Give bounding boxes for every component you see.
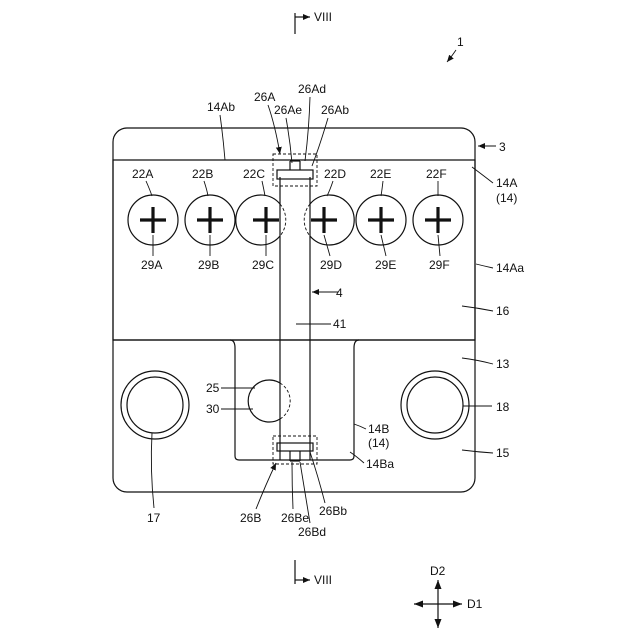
top-plate [113,160,475,340]
label-latch-bottom: 26B [240,511,261,525]
vent-cap [248,380,290,422]
label-cap-c: 29C [252,258,274,272]
section-marker-top: VIII [295,10,332,34]
label-cell-a: 22A [132,167,153,181]
label-axis-d1: D1 [467,597,483,611]
label-latch-top-d: 26Ad [298,82,326,96]
label-latch-top-b: 26Ab [321,103,349,117]
cover-outline [113,128,475,492]
label-top-plate-edge: 14Ab [207,100,235,114]
label-cap-d: 29D [320,258,342,272]
label-lower-face: 15 [496,446,510,460]
label-cap-e: 29E [375,258,396,272]
label-cell-c: 22C [243,167,265,181]
label-latch-bottom-d: 26Bd [298,525,326,539]
label-top-plate: 14A [496,176,517,190]
label-axis-d2: D2 [430,564,446,578]
label-bottom-plate-edge: 14Ba [366,457,394,471]
label-bottom-plate-group: (14) [368,436,389,450]
label-partition: 4 [336,286,343,300]
label-vent: 25 [206,381,220,395]
direction-axes: D2 D1 [414,564,483,628]
cell-cap-22c [236,195,286,245]
label-cell-b: 22B [192,167,213,181]
label-cap-a: 29A [141,258,162,272]
label-vent-cap: 30 [206,402,220,416]
label-top-plate-side: 14Aa [496,261,524,275]
label-wall: 41 [333,317,347,331]
label-top-plate-group: (14) [496,191,517,205]
section-marker-bottom: VIII [295,560,332,587]
label-cap-b: 29B [198,258,219,272]
label-body: 13 [496,357,510,371]
label-latch-bottom-e: 26Be [281,511,309,525]
section-label-bottom: VIII [314,573,332,587]
label-latch-top-e: 26Ae [274,103,302,117]
label-cap-f: 29F [429,258,450,272]
label-terminal-left: 17 [147,511,161,525]
label-cell-f: 22F [426,167,447,181]
label-terminal-right: 18 [496,400,510,414]
cell-cap-22d [304,195,354,245]
assembly-callout: 1 [447,35,464,62]
label-bottom-plate: 14B [368,422,389,436]
terminal-left [121,371,189,439]
label-assembly: 1 [457,35,464,49]
label-latch-top: 26A [254,90,275,104]
section-label-top: VIII [314,10,332,24]
label-upper-face: 16 [496,304,510,318]
cell-cap-22e [356,195,406,245]
partition-strip [280,177,310,460]
terminal-right [401,371,469,439]
label-cell-d: 22D [324,167,346,181]
label-cell-e: 22E [370,167,391,181]
label-latch-bottom-b: 26Bb [319,504,347,518]
label-cover: 3 [499,140,506,154]
